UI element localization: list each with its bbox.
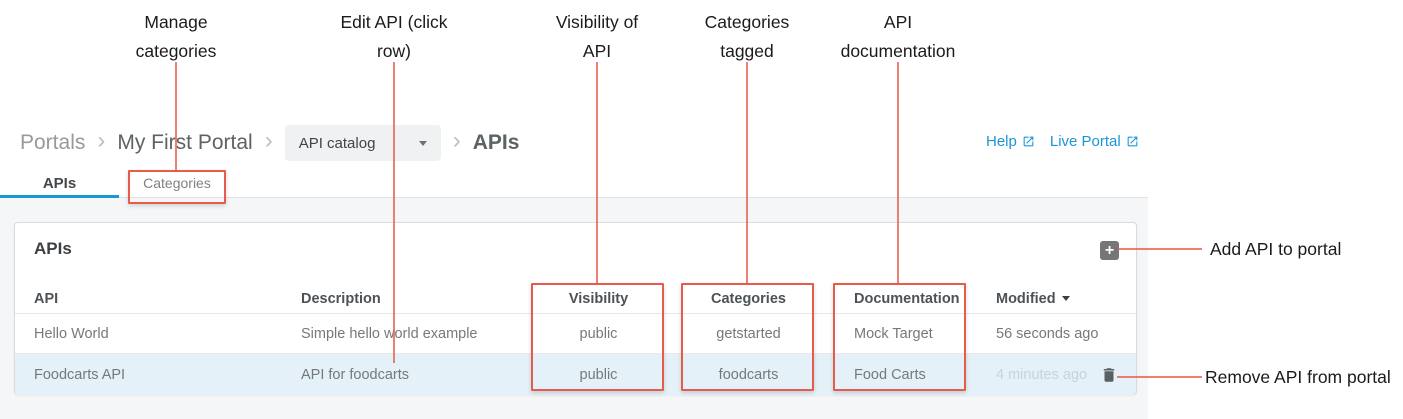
callout-edit-api: Edit API (click row) <box>340 12 448 61</box>
external-link-icon <box>1022 135 1035 148</box>
column-header-documentation[interactable]: Documentation <box>854 290 960 307</box>
cell-modified: 4 minutes ago <box>996 366 1088 383</box>
catalog-dropdown[interactable]: API catalog <box>284 125 441 161</box>
column-header-modified-label: Modified <box>996 290 1056 307</box>
cell-description: API for foodcarts <box>301 366 409 383</box>
callout-remove-api: Remove API from portal <box>1205 367 1391 387</box>
column-header-visibility[interactable]: Visibility <box>568 290 629 307</box>
cell-description: Simple hello world example <box>301 325 478 342</box>
cell-documentation: Food Carts <box>854 366 926 383</box>
callout-visibility: Visibility of API <box>555 12 639 61</box>
trash-icon <box>1100 367 1118 388</box>
callout-api-documentation: API documentation <box>840 12 956 61</box>
annotation-line-remove-api <box>1117 376 1202 378</box>
cell-documentation: Mock Target <box>854 325 933 342</box>
annotation-line-manage-categories <box>175 62 177 170</box>
tab-categories[interactable]: Categories <box>143 175 211 191</box>
cell-categories: foodcarts <box>718 366 779 383</box>
chevron-right-icon: › <box>97 127 106 154</box>
annotation-line-categories <box>746 62 748 283</box>
header-links: Help Live Portal <box>986 133 1139 150</box>
column-header-api[interactable]: API <box>34 290 59 307</box>
cell-modified: 56 seconds ago <box>996 325 1099 342</box>
table-header-row: API Description Visibility Categories Do… <box>15 284 1136 314</box>
table-row-hello-world[interactable]: Hello World Simple hello world example p… <box>15 314 1136 354</box>
chevron-right-icon: › <box>264 127 273 154</box>
cell-api: Foodcarts API <box>34 366 126 383</box>
chevron-right-icon: › <box>452 127 461 154</box>
annotation-line-visibility <box>596 62 598 283</box>
tab-apis[interactable]: APIs <box>42 174 77 192</box>
live-portal-link-label: Live Portal <box>1049 133 1121 150</box>
annotation-line-edit-api <box>393 62 395 363</box>
active-tab-underline <box>0 195 119 198</box>
breadcrumb-my-first-portal[interactable]: My First Portal <box>117 131 253 154</box>
caret-down-icon <box>418 140 427 146</box>
cell-api: Hello World <box>34 325 109 342</box>
cell-categories: getstarted <box>716 325 781 342</box>
external-link-icon <box>1126 135 1139 148</box>
help-link-label: Help <box>986 133 1017 150</box>
breadcrumb: Portals › My First Portal › API catalog … <box>20 124 519 162</box>
apis-panel: APIs + API Description Visibility Catego… <box>14 222 1137 395</box>
add-api-button[interactable]: + <box>1100 241 1119 260</box>
callout-categories-tagged: Categories tagged <box>704 12 790 61</box>
cell-visibility: public <box>579 325 618 342</box>
breadcrumb-portals[interactable]: Portals <box>20 131 86 154</box>
breadcrumb-apis: APIs <box>472 131 520 154</box>
delete-api-button[interactable] <box>1100 365 1118 384</box>
annotation-line-add-api <box>1118 248 1202 250</box>
live-portal-link[interactable]: Live Portal <box>1050 133 1139 150</box>
help-link[interactable]: Help <box>986 133 1035 150</box>
column-header-categories[interactable]: Categories <box>711 290 786 307</box>
tab-bar: APIs Categories <box>0 168 1148 198</box>
panel-title: APIs <box>34 239 72 258</box>
cell-visibility: public <box>579 366 618 383</box>
column-header-modified[interactable]: Modified <box>996 284 1136 313</box>
column-header-description[interactable]: Description <box>301 290 381 307</box>
annotation-line-documentation <box>897 62 899 283</box>
callout-add-api: Add API to portal <box>1210 239 1342 259</box>
callout-manage-categories: Manage categories <box>135 12 217 61</box>
table-row-foodcarts[interactable]: Foodcarts API API for foodcarts public f… <box>15 354 1136 395</box>
sort-desc-icon <box>1061 296 1070 301</box>
catalog-dropdown-label: API catalog <box>298 134 376 152</box>
